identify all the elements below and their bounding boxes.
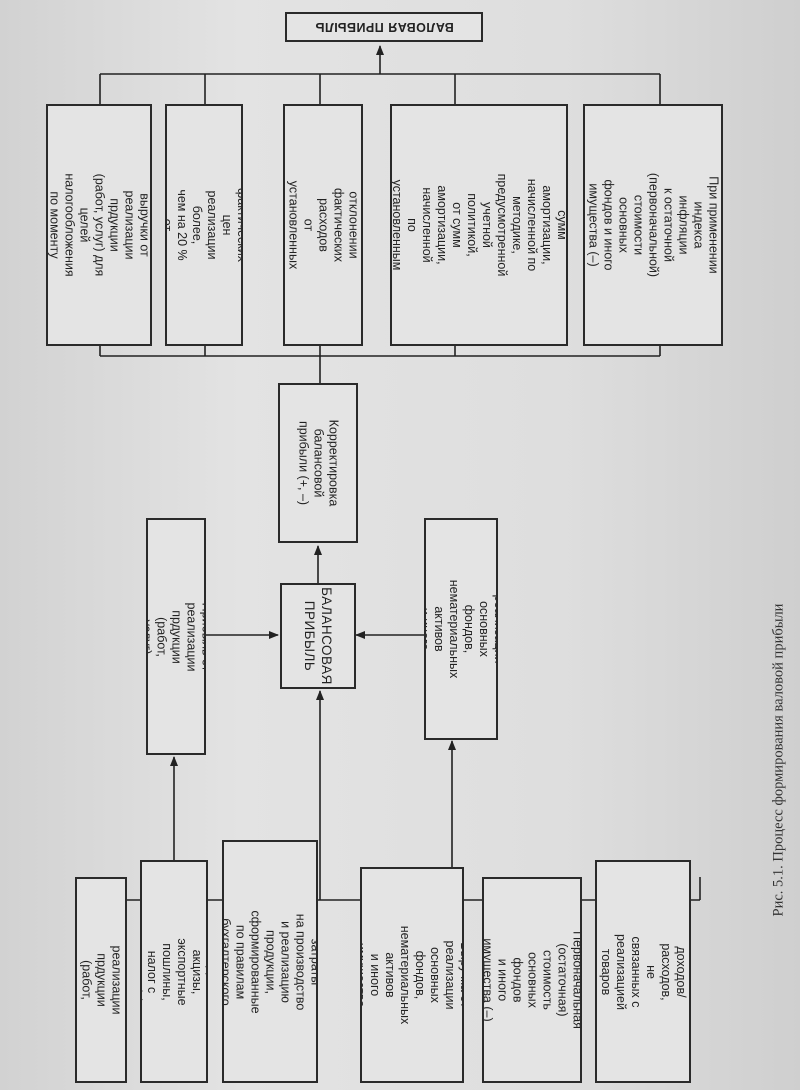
source-box-taxes: НДС, акцизы, экспортные пошлины, налог с… (140, 860, 208, 1083)
adjustment-box-inflation-index: При применении индекса инфляции к остато… (583, 104, 723, 346)
adjustment-box-label: При применении индекса инфляции к остато… (586, 172, 721, 278)
source-box-label: НДС, акцизы, экспортные пошлины, налог с… (140, 937, 208, 1006)
adjustment-box-revenue-payment: При учета выручки от реализации прдукции… (46, 104, 152, 346)
adjustment-box-label: При отклонении фактических цен реализаци… (165, 188, 243, 262)
source-box-actual-costs: Фактические затраты на производство и ре… (222, 840, 318, 1083)
source-box-sales-revenue: Выручка от реализации прдукции (работ, у… (75, 877, 127, 1083)
adjustment-box-price-deviation: При отклонении фактических цен реализаци… (165, 104, 243, 346)
balance-profit-label: БАЛАНСОВАЯ ПРИБЫЛЬ (302, 587, 334, 685)
asset-sales-profit-box: Прибыль от реализации основных фондов, н… (424, 518, 498, 740)
source-box-label: Выручка от реализации прдукции (работ, у… (75, 945, 127, 1015)
source-box-label: Фактические затраты на производство и ре… (222, 909, 318, 1014)
gross-profit-title: ВАЛОВАЯ ПРИБЫЛЬ (314, 20, 454, 34)
source-box-asset-revenue: Выручка от реализации основных фондов, н… (360, 867, 464, 1083)
source-box-label: Первоначальная (остаточная) стоимость ос… (482, 931, 582, 1029)
gross-profit-title-box: ВАЛОВАЯ ПРИБЫЛЬ (285, 12, 483, 42)
adjustment-box-label: При учета выручки от реализации прдукции… (47, 173, 152, 277)
adjustment-box-label: При отклонении сумм амортизации, начисле… (390, 173, 568, 277)
sales-profit-label: Прибыль от реализации прдукции (работ, у… (146, 602, 206, 671)
adjustment-box-amortization: При отклонении сумм амортизации, начисле… (390, 104, 568, 346)
source-box-label: Сальдо (+, –) доходов/расходов, не связа… (595, 933, 691, 1010)
adjustment-box-expense-deviation: При отклонении фактических расходов от у… (283, 104, 363, 346)
adjustment-box-label: При отклонении фактических расходов от у… (283, 180, 361, 270)
balance-profit-box: БАЛАНСОВАЯ ПРИБЫЛЬ (280, 583, 356, 689)
sales-profit-box: Прибыль от реализации прдукции (работ, у… (146, 518, 206, 755)
source-box-asset-cost: Первоначальная (остаточная) стоимость ос… (482, 877, 582, 1083)
balance-correction-label: Корректировка балансовой прибыли (+, –) (296, 419, 341, 507)
asset-sales-profit-label: Прибыль от реализации основных фондов, н… (424, 579, 498, 679)
source-box-other-balance: Сальдо (+, –) доходов/расходов, не связа… (595, 860, 691, 1083)
balance-correction-box: Корректировка балансовой прибыли (+, –) (278, 383, 358, 543)
figure-caption: Рис. 5.1. Процесс формирования валовой п… (770, 603, 787, 917)
source-box-label: Выручка от реализации основных фондов, н… (360, 925, 464, 1025)
